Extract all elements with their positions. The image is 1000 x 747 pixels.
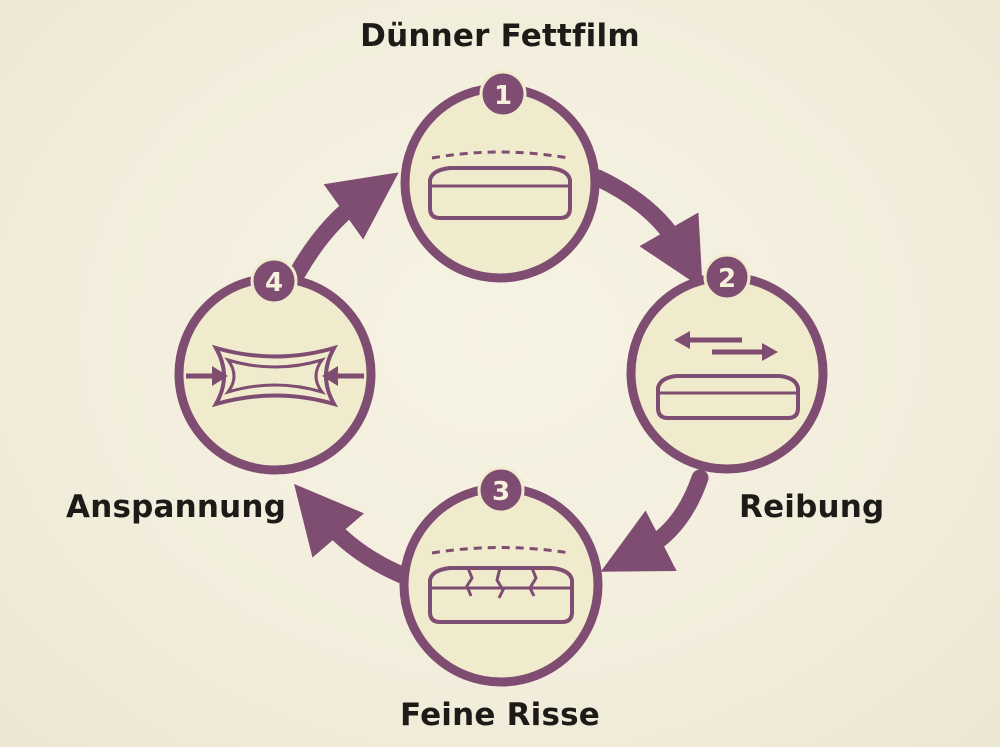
arrow-2-to-3 (600, 469, 709, 572)
compression-arrows-icon (186, 344, 364, 408)
step-4-number: 4 (265, 268, 283, 298)
arrow-3-to-4 (294, 483, 411, 584)
step-4-label: Anspannung (66, 489, 287, 525)
step-2-label: Reibung (739, 489, 885, 525)
grease-film-bar-icon (428, 150, 572, 220)
worn-bar-icon (656, 374, 800, 420)
step-1-number: 1 (494, 81, 512, 111)
step-3-number: 3 (492, 477, 510, 507)
step-3-label: Feine Risse (399, 697, 601, 733)
step-1-label: Dünner Fettfilm (360, 18, 640, 54)
arrow-1-to-2 (589, 169, 703, 289)
step-1: 1 (400, 70, 600, 283)
step-4: 4 (174, 257, 376, 475)
cracked-bar-icon (428, 546, 574, 624)
step-3: 3 (399, 466, 603, 687)
friction-arrows-icon (674, 331, 778, 361)
step-2-number: 2 (718, 264, 736, 294)
step-2: 2 (626, 253, 828, 474)
arrow-4-to-1 (289, 172, 399, 281)
